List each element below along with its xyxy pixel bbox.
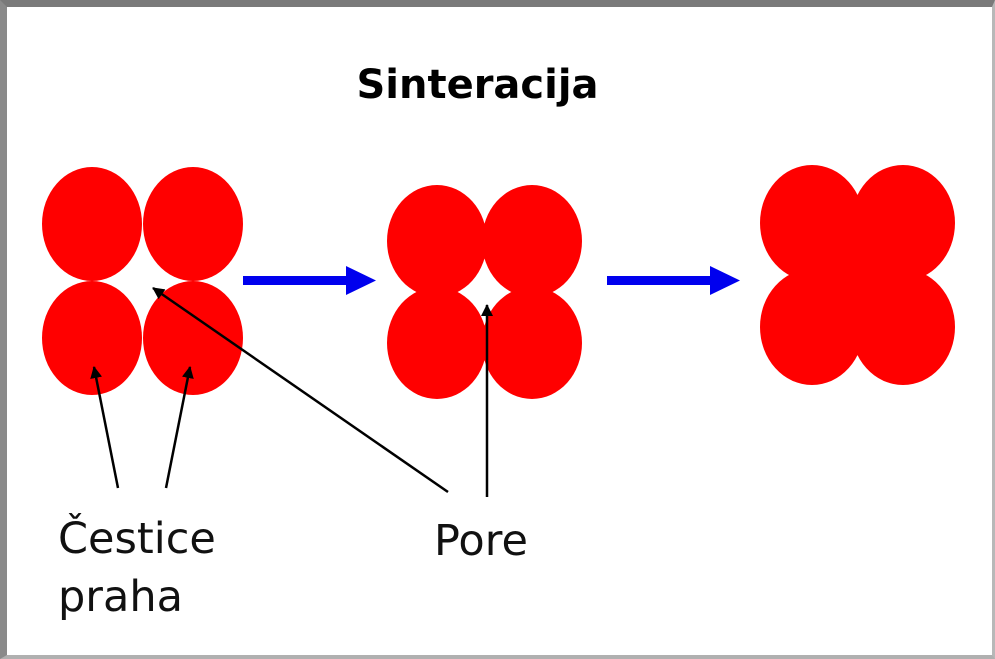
stage-necked-particles [387,185,582,399]
particles-label-line2: praha [58,572,183,622]
particle-bottom-right [143,281,243,395]
particles-label: Čestice praha [58,510,298,626]
particle-top-left [387,185,487,297]
pointer-to-particle-left [90,366,120,489]
particle-top-right [143,167,243,281]
particle-bottom-left [387,287,487,399]
process-arrow-2 [607,266,740,295]
stage-loose-particles [42,167,243,395]
pointer-to-particle-right [164,366,194,489]
stage-sintered-body [760,165,955,385]
particle-bottom-left [42,281,142,395]
process-arrow-1 [243,266,376,295]
particle-top-left [42,167,142,281]
particle-bottom-right [482,287,582,399]
pointer-to-gap-stage1 [152,286,449,494]
diagram-title: Sinteracija [356,62,599,108]
sintered-core [812,223,903,327]
particle-top-right [482,185,582,297]
pointer-arrows [90,286,493,497]
pore-label: Pore [434,516,528,566]
pore [476,284,494,300]
particles-label-line1: Čestice [58,514,216,564]
